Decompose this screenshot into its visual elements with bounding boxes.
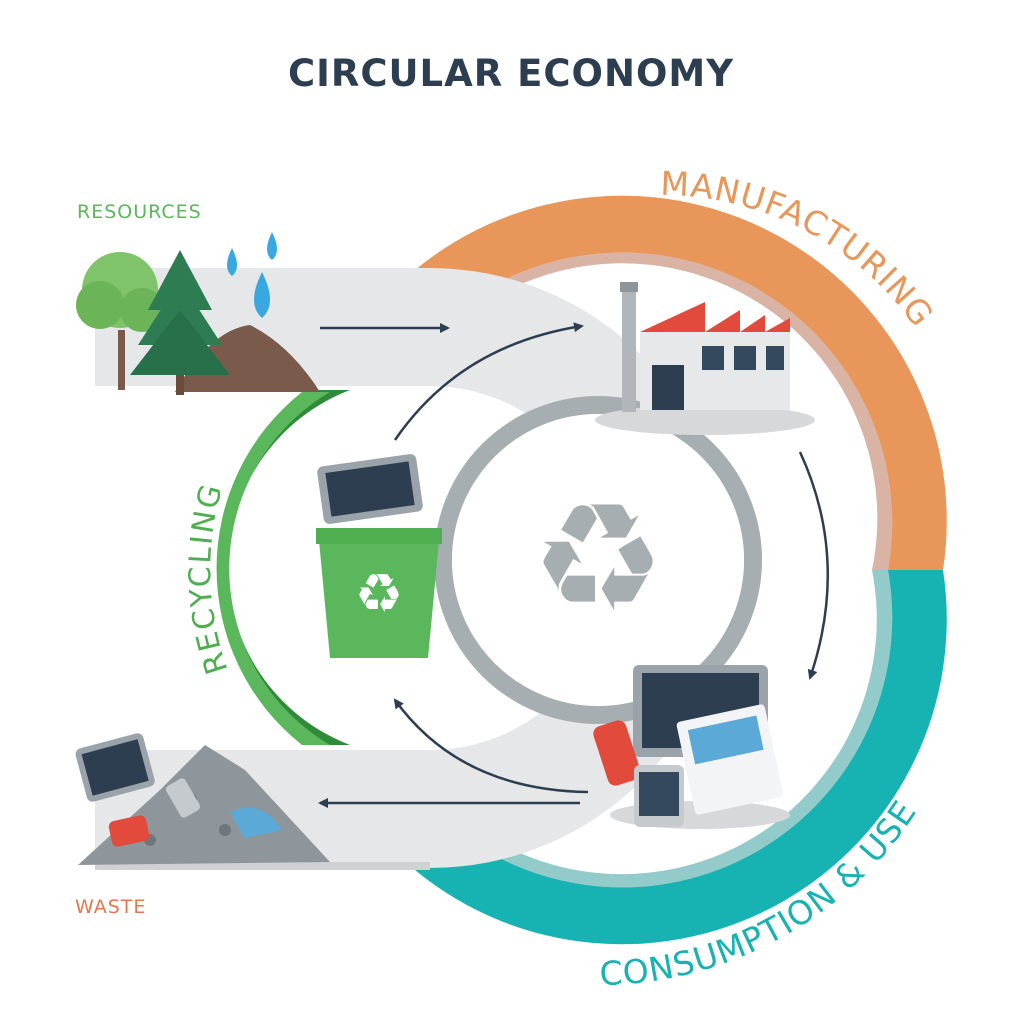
inner-ring <box>434 396 762 724</box>
waste-label: WASTE <box>75 896 147 918</box>
consumption-ring <box>415 570 947 945</box>
water-drop-icon <box>267 232 277 260</box>
recycling-band-light <box>216 392 330 745</box>
arrow-to-recycling <box>393 698 589 794</box>
arrow-to-factory <box>393 322 584 441</box>
water-drop-icon <box>227 248 237 276</box>
recycle-bin-icon: ♻ <box>316 454 442 658</box>
soil-pile-icon <box>175 325 320 392</box>
recycle-symbol-icon: ♻ <box>531 472 665 646</box>
svg-text:♻: ♻ <box>355 562 403 625</box>
water-drop-icon <box>254 272 270 318</box>
pine-tree-icon <box>130 250 230 395</box>
tree-icon <box>76 252 164 390</box>
devices-icon <box>593 665 790 829</box>
waste-pile-icon <box>75 733 330 865</box>
resources-label: RESOURCES <box>77 201 202 223</box>
factory-icon <box>595 282 815 435</box>
resources-illustration <box>76 232 320 395</box>
page-title: CIRCULAR ECONOMY <box>287 52 735 95</box>
manufacturing-ring <box>415 195 947 571</box>
inner-disc <box>452 414 744 706</box>
track-shadow-bottom <box>95 862 430 870</box>
arrow-to-consumption <box>798 451 830 680</box>
